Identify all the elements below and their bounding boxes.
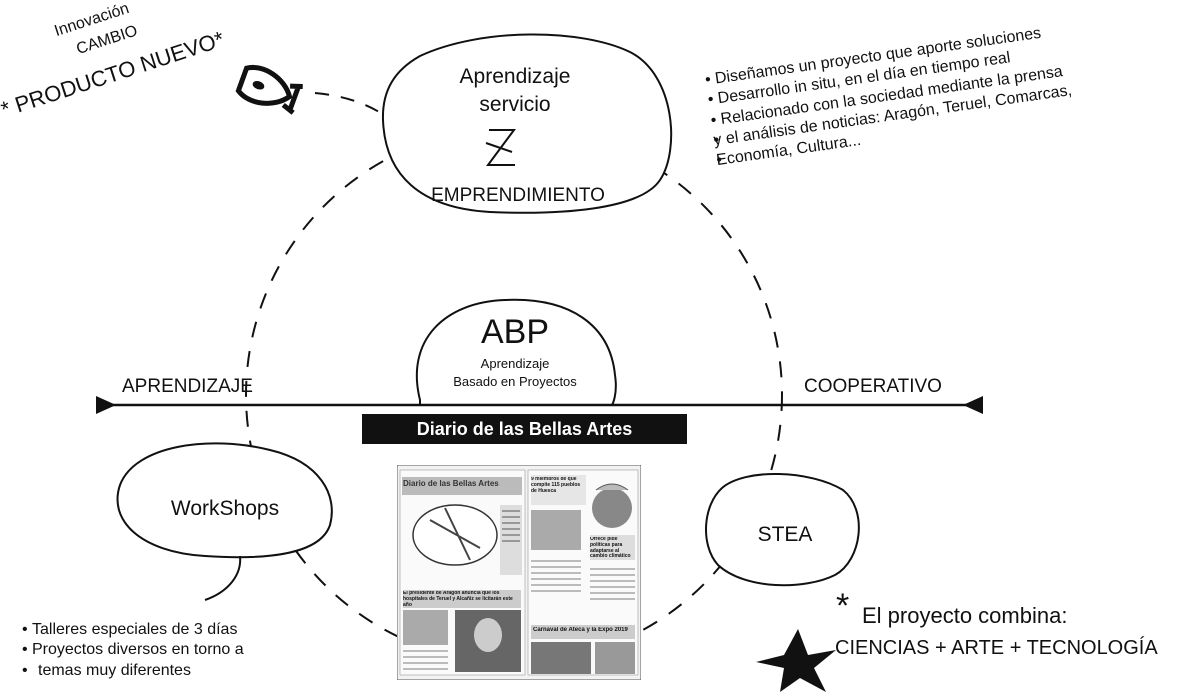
center-line2: Basado en Proyectos bbox=[453, 374, 577, 389]
axis-right-label: COOPERATIVO bbox=[804, 376, 942, 397]
newspaper-headline-right-top: 9 miembros de que compite 115 pueblos de… bbox=[531, 477, 581, 494]
top-node-line2: servicio bbox=[479, 93, 551, 116]
axis-arrow-right bbox=[963, 396, 983, 414]
top-node-line1: Aprendizaje bbox=[459, 65, 571, 88]
stea-label: STEA bbox=[757, 523, 813, 546]
left-note-item: Talleres especiales de 3 días bbox=[22, 620, 244, 641]
rocket-icon bbox=[235, 64, 303, 115]
center-blob bbox=[415, 298, 617, 406]
workshops-blob bbox=[116, 442, 333, 559]
newspaper-headline-bottom: Carnaval de Ateca y la Expo 2019 bbox=[533, 627, 628, 633]
top-blob bbox=[381, 33, 673, 214]
newspaper-masthead: Diario de las Bellas Artes bbox=[403, 479, 499, 488]
center-title: ABP bbox=[480, 313, 550, 351]
axis-left-label: APRENDIZAJE bbox=[122, 376, 253, 397]
stea-blob bbox=[705, 473, 860, 587]
newspaper-banner: Diario de las Bellas Artes bbox=[362, 414, 687, 444]
combo-asterisk: * bbox=[836, 587, 850, 625]
newspaper-headline-left: El presidente de Aragón anuncia que los … bbox=[403, 591, 513, 608]
combo-line2: CIENCIAS + ARTE + TECNOLOGÍA bbox=[835, 637, 1158, 659]
workshops-tail bbox=[204, 555, 242, 601]
newspaper-headline-right-mid: Ofrece pide políticas para adaptarse al … bbox=[590, 537, 631, 559]
exchange-icon bbox=[485, 129, 516, 166]
left-note-item: Proyectos diversos en torno a bbox=[22, 640, 244, 661]
newspaper-image bbox=[397, 465, 641, 680]
left-notes: Talleres especiales de 3 días Proyectos … bbox=[22, 620, 244, 681]
center-line1: Aprendizaje bbox=[480, 356, 550, 371]
axis-arrow-left bbox=[96, 396, 116, 414]
left-note-item: temas muy diferentes bbox=[22, 661, 244, 682]
combo-line1: El proyecto combina: bbox=[862, 603, 1068, 628]
top-node-line3: EMPRENDIMIENTO bbox=[431, 185, 605, 206]
workshops-label: WorkShops bbox=[170, 497, 280, 520]
star-icon bbox=[756, 629, 836, 692]
